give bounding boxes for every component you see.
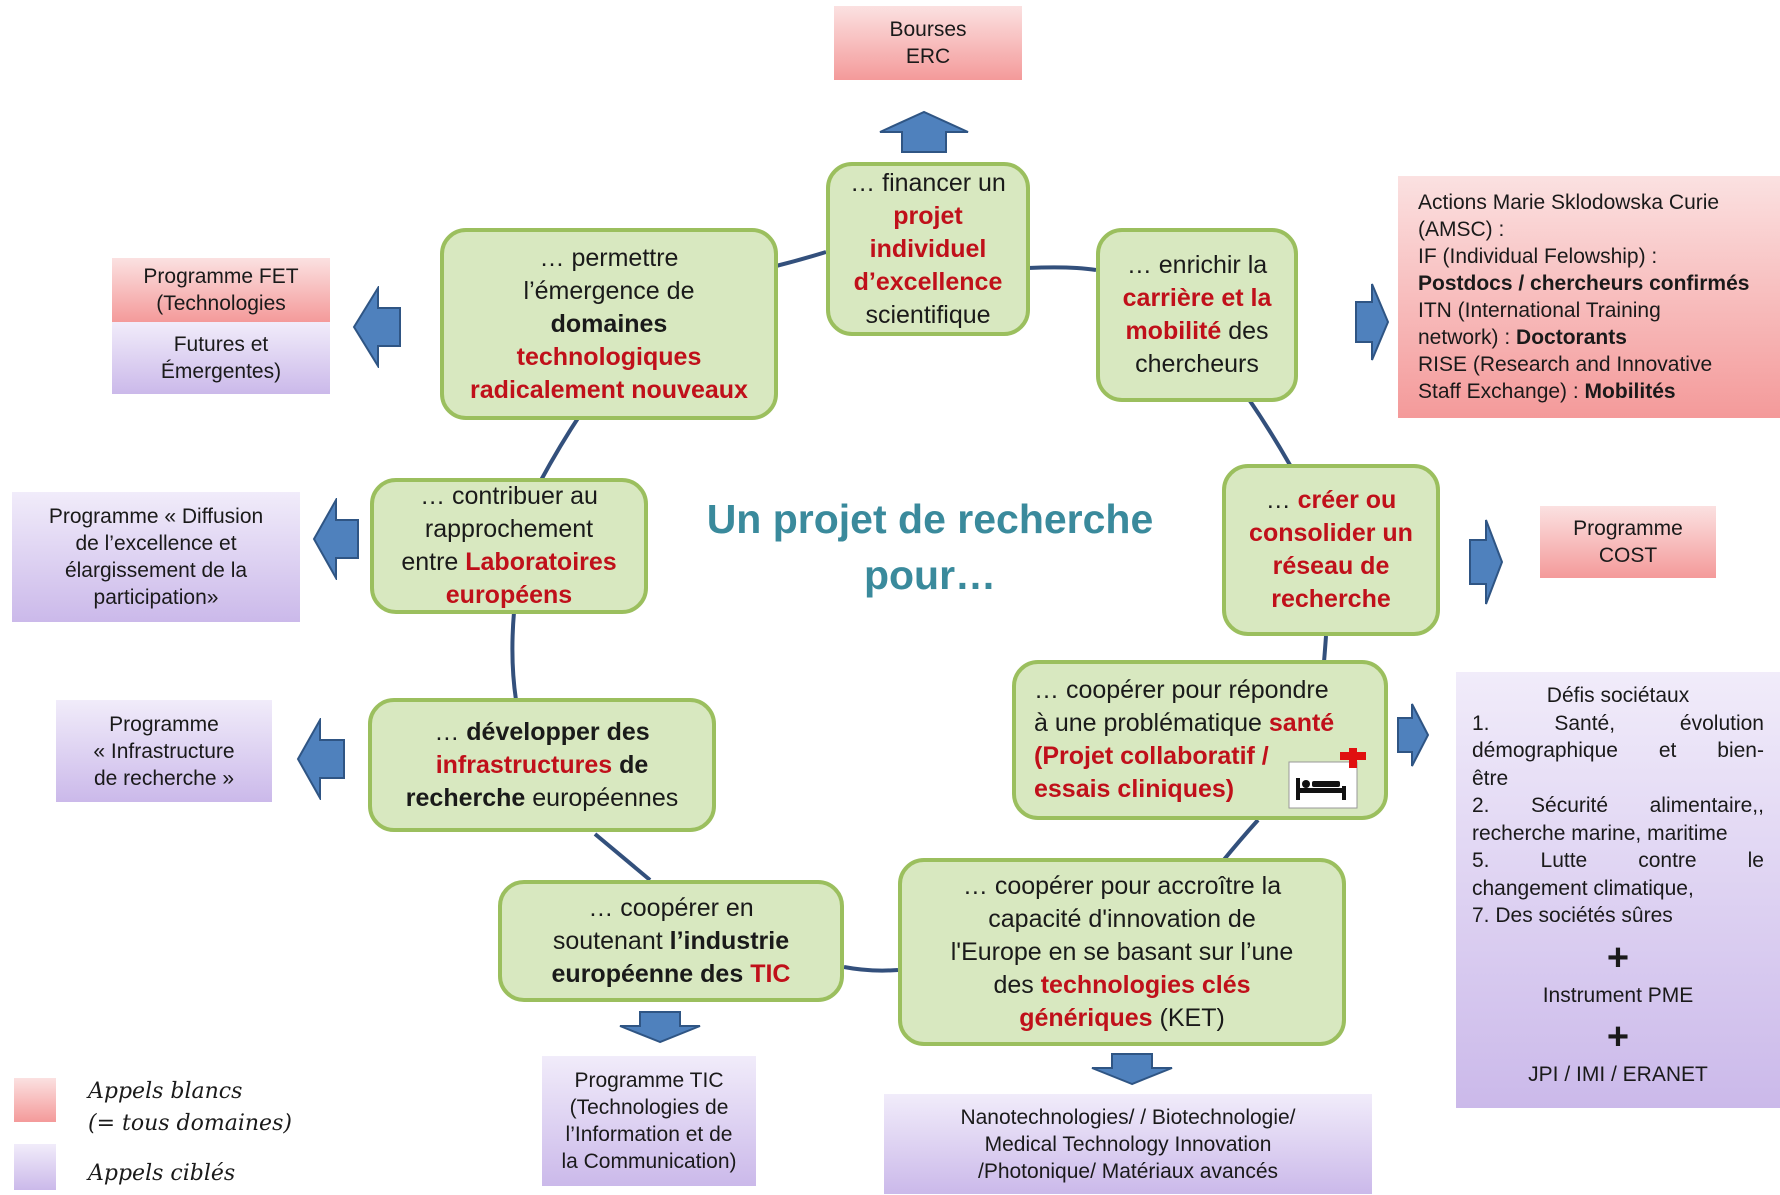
node-contribuer: … contribuer au rapprochement entre Labo… — [370, 478, 648, 614]
diagram-title: Un projet de recherche pour… — [660, 491, 1200, 603]
title-line-1: Un projet de recherche — [706, 496, 1154, 542]
connector-contribuer-permettre — [538, 410, 584, 483]
connector-financer-enrichir — [1027, 265, 1097, 272]
connector-reseau-sante — [1322, 635, 1328, 663]
arrow-right-defis-icon — [1397, 703, 1430, 767]
connector-developper-contribuer — [510, 611, 518, 701]
connector-permettre-financer — [775, 250, 827, 268]
arrow-right-cost-icon — [1469, 519, 1504, 605]
legend-swatch-white-calls — [14, 1078, 56, 1122]
arrow-right-amsc-icon — [1355, 283, 1390, 361]
arrow-up-icon — [879, 110, 969, 153]
arrow-left-fet-icon — [352, 286, 401, 368]
program-amsc: Actions Marie Sklodowska Curie (AMSC) : … — [1398, 176, 1780, 418]
legend-white-calls: Appels blancs (= tous domaines) — [88, 1079, 292, 1136]
legend-swatch-targeted-calls — [14, 1144, 56, 1190]
plus-sign: + — [1606, 936, 1630, 979]
program-nano: Nanotechnologies/ / Biotechnologie/ Medi… — [884, 1094, 1372, 1194]
hospital-bed-icon — [1288, 744, 1370, 810]
legend-targeted-calls: Appels ciblés — [88, 1161, 236, 1186]
arrow-left-infra-icon — [296, 718, 345, 800]
connector-enrichir-reseau — [1246, 396, 1292, 466]
program-defis-societaux: Défis sociétaux 1.Santé,évolution démogr… — [1456, 672, 1780, 1108]
program-fet-bottom: Futures et Émergentes) — [112, 322, 330, 394]
connector-sante-ket — [1220, 818, 1260, 864]
node-developper: … développer des infrastructures de rech… — [368, 698, 716, 832]
node-sante: … coopérer pour répondre à une problémat… — [1012, 660, 1388, 820]
connector-tic-developper — [593, 832, 652, 882]
node-enrichir: … enrichir la carrière et la mobilité de… — [1096, 228, 1298, 402]
arrow-down-tic-icon — [619, 1011, 701, 1044]
program-fet-top: Programme FET (Technologies — [112, 258, 330, 322]
arrow-left-diffusion-icon — [312, 498, 359, 580]
program-diffusion: Programme « Diffusion de l’excellence et… — [12, 492, 300, 622]
node-reseau: … créer ou consolider un réseau de reche… — [1222, 464, 1440, 636]
title-line-2: pour… — [863, 552, 997, 598]
program-cost: Programme COST — [1540, 506, 1716, 578]
node-financer: … financer un projet individuel d’excell… — [826, 162, 1030, 336]
plus-sign: + — [1606, 1016, 1630, 1058]
arrow-down-nano-icon — [1091, 1053, 1173, 1086]
program-tic: Programme TIC (Technologies de l’Informa… — [542, 1056, 756, 1186]
program-erc: Bourses ERC — [834, 6, 1022, 80]
node-ket: … coopérer pour accroître la capacité d'… — [898, 858, 1346, 1046]
node-permettre: … permettre l’émergence de domaines tech… — [440, 228, 778, 420]
program-infrastructure: Programme « Infrastructure de recherche … — [56, 700, 272, 802]
connector-ket-tic — [843, 965, 899, 973]
node-tic: … coopérer en soutenant l’industrie euro… — [498, 880, 844, 1002]
